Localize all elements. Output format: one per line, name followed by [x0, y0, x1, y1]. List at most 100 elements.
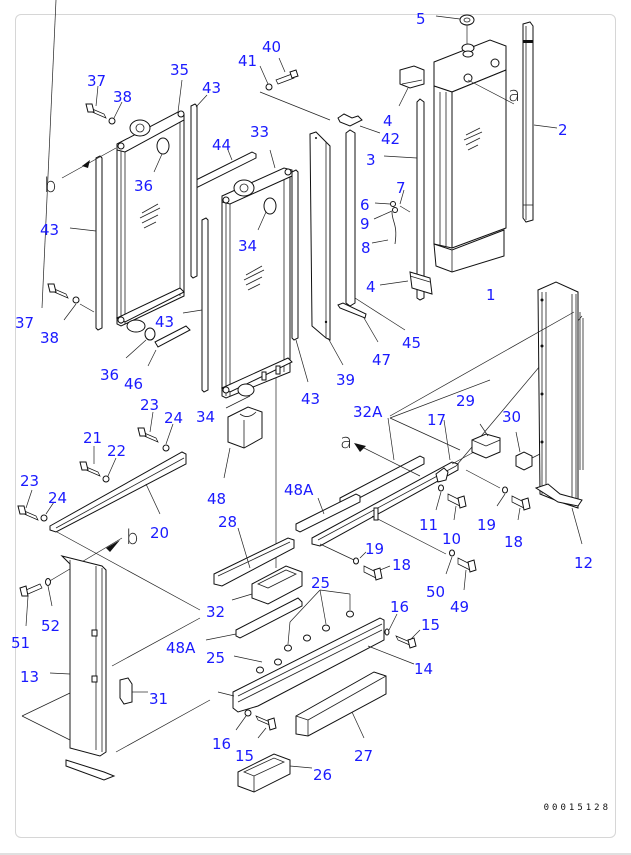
part-upright-13 — [21, 555, 116, 781]
callout-19-left[interactable]: 19 — [365, 540, 384, 558]
callout-14[interactable]: 14 — [414, 660, 433, 678]
callout-20[interactable]: 20 — [150, 524, 169, 542]
callout-6[interactable]: 6 — [360, 196, 370, 214]
callout-35[interactable]: 35 — [170, 61, 189, 79]
ref-letter-a-upper: a — [508, 82, 520, 106]
callout-41[interactable]: 41 — [238, 52, 257, 70]
callout-43-top[interactable]: 43 — [202, 79, 221, 97]
callout-21[interactable]: 21 — [83, 429, 102, 447]
callout-33[interactable]: 33 — [250, 123, 269, 141]
callout-22[interactable]: 22 — [107, 442, 126, 460]
part-bolt-15-left — [235, 709, 277, 739]
connector-lines-right — [389, 311, 575, 417]
callout-7[interactable]: 7 — [396, 179, 406, 197]
callout-18-right[interactable]: 18 — [504, 533, 523, 551]
part-clip-31 — [111, 617, 211, 753]
callout-37-lower[interactable]: 37 — [15, 314, 34, 332]
callout-17[interactable]: 17 — [427, 411, 446, 429]
part-plate-39 — [309, 131, 344, 366]
reference-arrow-b-upper — [61, 147, 117, 179]
callout-52[interactable]: 52 — [41, 617, 60, 635]
part-block-27 — [295, 671, 387, 739]
callout-31[interactable]: 31 — [149, 690, 168, 708]
callout-26[interactable]: 26 — [313, 766, 332, 784]
callout-19-right[interactable]: 19 — [477, 516, 496, 534]
callout-9[interactable]: 9 — [360, 215, 370, 233]
part-bracket-48 — [223, 406, 263, 479]
callout-36-upper[interactable]: 36 — [134, 177, 153, 195]
callout-24-lower[interactable]: 24 — [48, 489, 67, 507]
part-cap — [435, 14, 475, 44]
callout-48A-lower[interactable]: 48A — [166, 639, 196, 657]
connector-lines-middle — [225, 378, 277, 568]
callout-34-upper[interactable]: 34 — [238, 237, 257, 255]
callout-38-upper[interactable]: 38 — [113, 88, 132, 106]
callout-43-left[interactable]: 43 — [40, 221, 59, 239]
callout-13[interactable]: 13 — [20, 668, 39, 686]
callout-48[interactable]: 48 — [207, 490, 226, 508]
callout-23-lower[interactable]: 23 — [20, 472, 39, 490]
part-bolt-18-right — [465, 469, 531, 521]
part-small-fittings — [371, 189, 411, 245]
part-bolt-40 — [259, 57, 331, 121]
callout-47[interactable]: 47 — [372, 351, 391, 369]
part-radiator-core-35 — [115, 79, 185, 333]
part-bolt-51 — [19, 578, 53, 627]
callout-34-lower[interactable]: 34 — [196, 408, 215, 426]
part-tray-26 — [237, 753, 313, 793]
callout-15-right[interactable]: 15 — [421, 616, 440, 634]
callout-45[interactable]: 45 — [402, 334, 421, 352]
part-radiator-main — [433, 39, 515, 273]
callout-16-right[interactable]: 16 — [390, 598, 409, 616]
callout-49[interactable]: 49 — [450, 598, 469, 616]
callout-43-middle[interactable]: 43 — [155, 313, 174, 331]
callout-15-left[interactable]: 15 — [235, 747, 254, 765]
callout-11[interactable]: 11 — [419, 516, 438, 534]
callout-5[interactable]: 5 — [416, 10, 426, 28]
callout-25-upper[interactable]: 25 — [311, 574, 330, 592]
callout-36-lower[interactable]: 36 — [100, 366, 119, 384]
callout-labels: 1 2 3 4 4 5 6 7 8 9 10 11 12 13 14 15 15… — [11, 10, 593, 784]
callout-4-upper[interactable]: 4 — [383, 112, 393, 130]
callout-27[interactable]: 27 — [354, 747, 373, 765]
callout-43-bottom[interactable]: 43 — [301, 390, 320, 408]
callout-46[interactable]: 46 — [124, 375, 143, 393]
callout-51[interactable]: 51 — [11, 634, 30, 652]
callout-16-left[interactable]: 16 — [212, 735, 231, 753]
callout-44[interactable]: 44 — [212, 136, 231, 154]
callout-23-upper[interactable]: 23 — [140, 396, 159, 414]
part-bolt-21 — [79, 446, 117, 483]
part-seal-43-left — [69, 155, 103, 331]
callout-12[interactable]: 12 — [574, 554, 593, 572]
part-rail-20 — [49, 451, 201, 611]
callout-50[interactable]: 50 — [426, 583, 445, 601]
part-bolt-49 — [445, 549, 477, 591]
callout-39[interactable]: 39 — [336, 371, 355, 389]
callout-2[interactable]: 2 — [558, 121, 568, 139]
part-strip-48A-upper — [295, 493, 361, 533]
callout-30[interactable]: 30 — [502, 408, 521, 426]
callout-29[interactable]: 29 — [456, 392, 475, 410]
callout-40[interactable]: 40 — [262, 38, 281, 56]
callout-38-lower[interactable]: 38 — [40, 329, 59, 347]
reference-arrow-b-lower — [47, 537, 123, 583]
part-bolt-23-upper — [137, 411, 174, 452]
callout-42[interactable]: 42 — [381, 130, 400, 148]
part-bolt-23-lower — [17, 489, 55, 522]
ref-letter-b-lower: b — [126, 525, 139, 549]
callout-10[interactable]: 10 — [442, 530, 461, 548]
callout-28[interactable]: 28 — [218, 513, 237, 531]
callout-1[interactable]: 1 — [486, 286, 496, 304]
callout-8[interactable]: 8 — [361, 239, 371, 257]
ref-letter-a-lower: a — [340, 429, 352, 453]
callout-18-left[interactable]: 18 — [392, 556, 411, 574]
callout-32A[interactable]: 32A — [353, 403, 383, 421]
callout-24-upper[interactable]: 24 — [164, 409, 183, 427]
callout-4-lower[interactable]: 4 — [366, 278, 376, 296]
callout-3[interactable]: 3 — [366, 151, 376, 169]
part-bracket-42 — [337, 113, 381, 134]
callout-37-upper[interactable]: 37 — [87, 72, 106, 90]
callout-32[interactable]: 32 — [206, 603, 225, 621]
callout-48A-upper[interactable]: 48A — [284, 481, 314, 499]
callout-25-lower[interactable]: 25 — [206, 649, 225, 667]
